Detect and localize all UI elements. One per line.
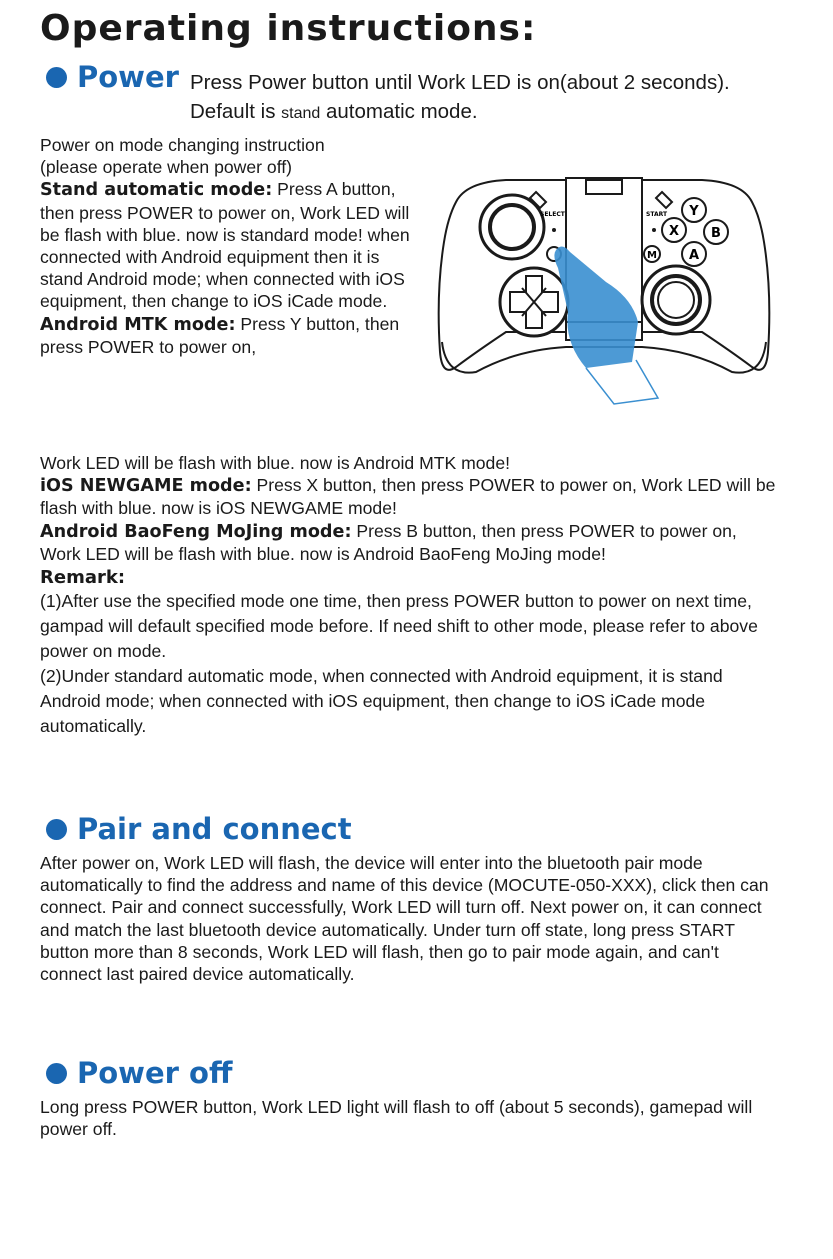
mode-intro-line2: (please operate when power off) xyxy=(40,157,293,178)
power-desc-text: Press Power button until Work LED is on(… xyxy=(190,71,730,123)
baofeng-mode-text: Press B button, then press POWER to powe… xyxy=(40,520,737,564)
poweroff-paragraph: Long press POWER button, Work LED light … xyxy=(40,1097,753,1140)
power-description: Press Power button until Work LED is on(… xyxy=(190,68,790,128)
ios-mode-paragraph: iOS NEWGAME mode: Press X button, then p… xyxy=(40,474,780,519)
button-x-label: X xyxy=(669,224,679,239)
stand-mode-text: Press A button, then press POWER to powe… xyxy=(40,179,410,312)
section-title-pair: Pair and connect xyxy=(77,812,352,846)
pair-paragraph: After power on, Work LED will flash, the… xyxy=(40,853,769,985)
start-label: START xyxy=(646,211,668,218)
gamepad-illustration: SELECT START Y X B A M xyxy=(437,177,771,405)
bullet-icon xyxy=(46,66,67,88)
modes-continued: Work LED will be flash with blue. now is… xyxy=(40,452,780,739)
baofeng-mode-paragraph: Android BaoFeng MoJing mode: Press B but… xyxy=(40,520,780,565)
remark-label: Remark: xyxy=(40,567,126,589)
button-y-label: Y xyxy=(688,204,699,219)
mtk-mode-continued: Work LED will be flash with blue. now is… xyxy=(40,453,511,473)
stand-mode-paragraph: Stand automatic mode: Press A button, th… xyxy=(40,178,420,312)
ios-mode-text: Press X button, then press POWER to powe… xyxy=(40,475,776,519)
section-poweroff-heading: Power off xyxy=(46,1056,232,1090)
mtk-mode-text: Press Y button, then press POWER to powe… xyxy=(40,313,400,357)
section-title-power: Power xyxy=(77,60,179,94)
remark-item-2: (2)Under standard automatic mode, when c… xyxy=(40,666,723,737)
section-title-poweroff: Power off xyxy=(77,1056,233,1090)
hand-icon xyxy=(554,246,638,368)
power-desc-small: stand xyxy=(281,105,321,122)
section-pair-heading: Pair and connect xyxy=(46,812,352,846)
select-label: SELECT xyxy=(540,211,566,218)
mode-intro-line1: Power on mode changing instruction xyxy=(40,135,325,155)
ios-mode-label: iOS NEWGAME mode: xyxy=(40,476,252,497)
button-m-label: M xyxy=(647,250,657,261)
button-b-label: B xyxy=(711,226,721,241)
page-title: Operating instructions: xyxy=(40,8,537,49)
remark-item-1: (1)After use the specified mode one time… xyxy=(40,591,758,662)
mtk-mode-paragraph: Android MTK mode: Press Y button, then p… xyxy=(40,313,420,358)
mode-instructions: Power on mode changing instruction (plea… xyxy=(40,134,420,358)
bullet-icon xyxy=(46,1062,67,1084)
section-power-heading: Power xyxy=(46,60,179,94)
button-a-label: A xyxy=(689,248,699,263)
baofeng-mode-label: Android BaoFeng MoJing mode: xyxy=(40,521,352,542)
mtk-mode-label: Android MTK mode: xyxy=(40,314,236,335)
stand-mode-label: Stand automatic mode: xyxy=(40,180,273,201)
power-desc-text-end: automatic mode. xyxy=(320,100,478,123)
bullet-icon xyxy=(46,818,67,840)
